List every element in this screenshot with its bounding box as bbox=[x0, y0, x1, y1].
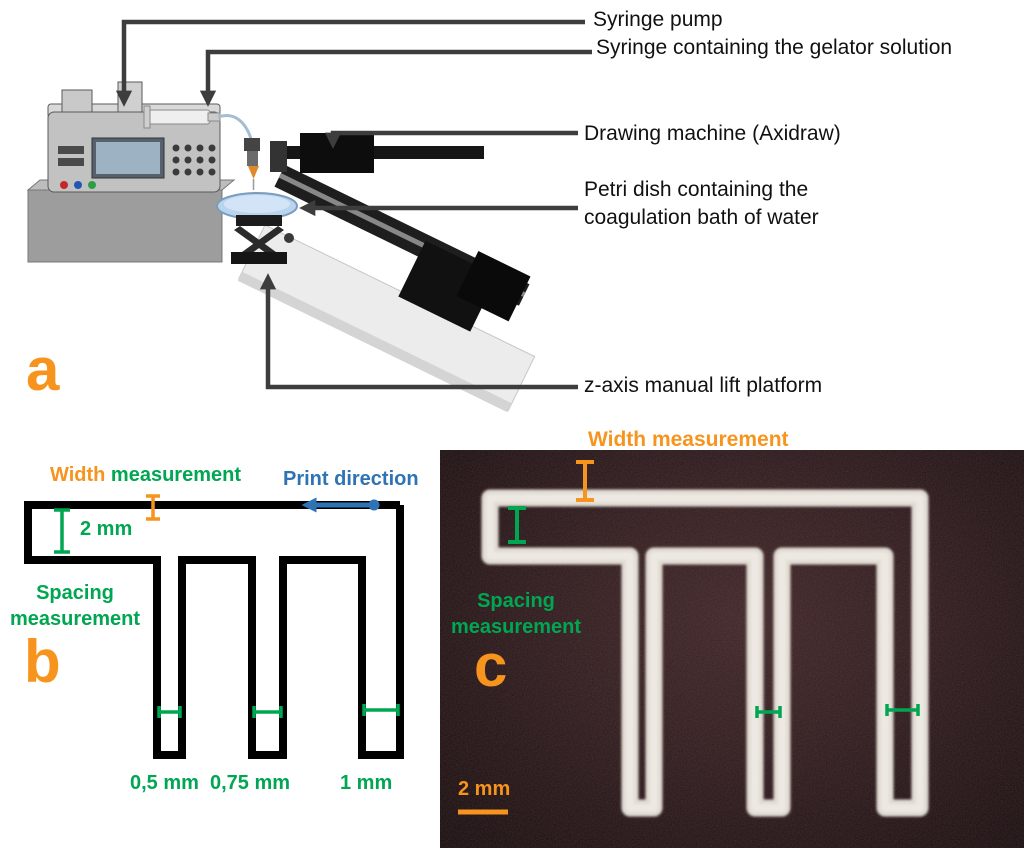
panel-b-schematic bbox=[24, 494, 404, 759]
syringe-pump-illustration bbox=[47, 81, 221, 193]
label-z-axis: z-axis manual lift platform bbox=[584, 374, 823, 397]
spacing-word-1: Spacing bbox=[36, 582, 114, 604]
petri-dish-illustration bbox=[216, 192, 298, 220]
gap-marker-c-1 bbox=[885, 704, 920, 716]
spacing-measurement-label-b: Spacing measurement bbox=[0, 580, 150, 632]
gap-marker-075 bbox=[252, 706, 283, 718]
arrow-to-axidraw bbox=[324, 130, 578, 149]
pen-mount-illustration bbox=[270, 141, 287, 172]
printed-gel-path bbox=[481, 489, 929, 817]
syringe-illustration bbox=[143, 105, 221, 129]
spacing-marker-2mm bbox=[54, 508, 70, 554]
spacing-word-2: measurement bbox=[9, 608, 141, 630]
print-path-outline bbox=[24, 501, 404, 759]
measurement-word: measurement bbox=[110, 464, 241, 486]
tubing-illustration bbox=[217, 114, 254, 143]
gap-label-075: 0,75 mm bbox=[210, 772, 291, 794]
width-value-label: 2 mm bbox=[80, 518, 133, 540]
panel-letter-c: c bbox=[474, 632, 508, 699]
panel-letter-a: a bbox=[26, 336, 60, 403]
label-petri-dish-line1: Petri dish containing the bbox=[584, 178, 809, 201]
axidraw-motors-illustration bbox=[398, 240, 531, 332]
gap-marker-05 bbox=[157, 706, 182, 718]
label-syringe-solution: Syringe containing the gelator solution bbox=[596, 36, 953, 59]
pump-keypad bbox=[172, 144, 216, 176]
arrow-to-lab-jack bbox=[259, 273, 578, 390]
spacing-word-c2: measurement bbox=[450, 616, 582, 638]
gap-marker-c-075 bbox=[755, 706, 782, 718]
label-drawing-machine: Drawing machine (Axidraw) bbox=[584, 122, 841, 145]
panel-c-photo bbox=[440, 450, 1024, 848]
gap-label-05: 0,5 mm bbox=[130, 772, 199, 794]
spacing-measurement-label-c: Spacing measurement bbox=[440, 588, 592, 640]
arrow-to-syringe bbox=[199, 49, 592, 107]
label-petri-dish-line2: coagulation bath of water bbox=[584, 206, 819, 229]
dispensing-nozzle-illustration bbox=[244, 138, 260, 190]
photo-noise-texture bbox=[440, 450, 1024, 848]
print-direction-label: Print direction bbox=[283, 468, 419, 490]
spacing-marker-c bbox=[508, 506, 526, 544]
axidraw-carriage-illustration bbox=[300, 133, 374, 173]
gap-label-1: 1 mm bbox=[340, 772, 393, 794]
width-measurement-label-b: Width measurement bbox=[50, 464, 241, 487]
spacing-word-c1: Spacing bbox=[477, 590, 555, 612]
width-measurement-label-c: Width measurement bbox=[588, 428, 789, 451]
panel-a-illustration bbox=[26, 19, 592, 413]
width-word: Width bbox=[50, 464, 106, 486]
print-direction-arrow bbox=[301, 497, 380, 513]
gap-marker-1 bbox=[362, 704, 400, 716]
arrow-to-syringe-pump bbox=[115, 19, 585, 107]
width-marker-b bbox=[146, 494, 160, 521]
panel-c-overlay bbox=[440, 450, 1024, 848]
width-marker-c bbox=[576, 460, 594, 502]
label-syringe-pump: Syringe pump bbox=[593, 8, 723, 31]
panel-letter-b: b bbox=[24, 628, 61, 695]
lab-jack-illustration bbox=[231, 215, 294, 264]
scale-bar-label: 2 mm bbox=[458, 778, 511, 800]
